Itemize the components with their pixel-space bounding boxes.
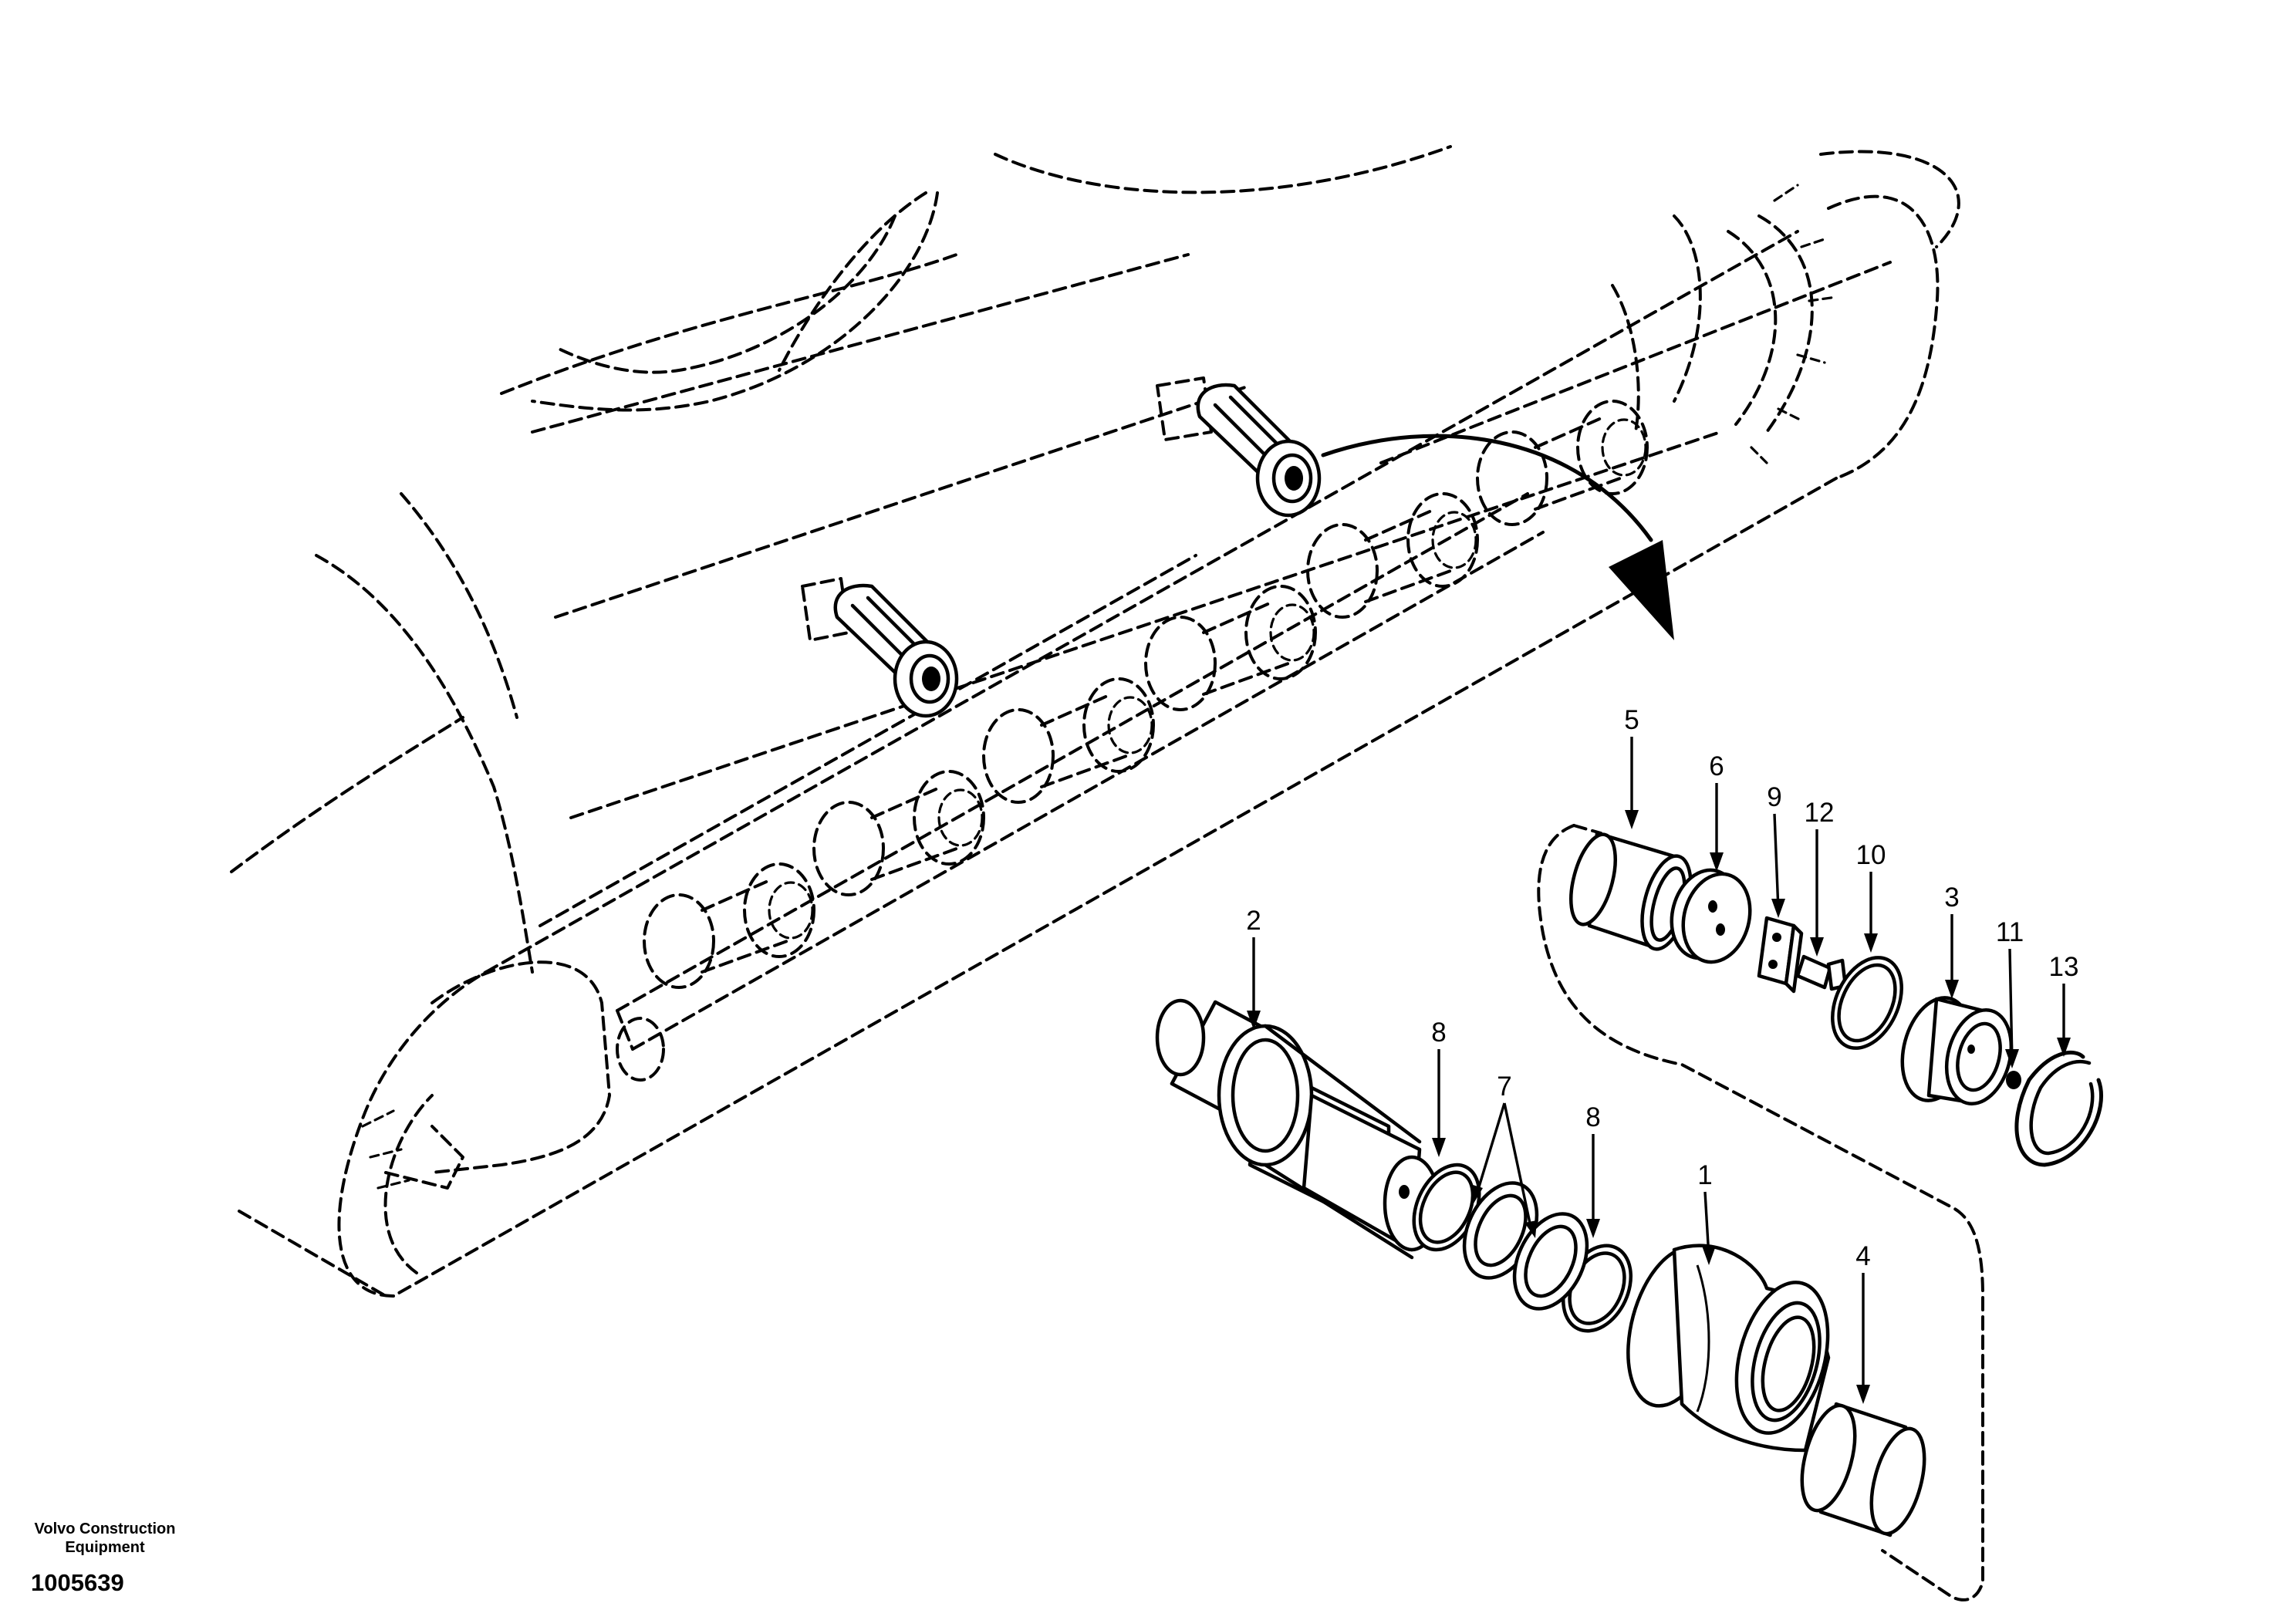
- part-13-snap-ring: [2014, 1051, 2103, 1167]
- part-12-bolt: [1795, 954, 1848, 991]
- callout-1: 1: [1697, 1160, 1712, 1190]
- part-4-bushing: [1800, 1402, 1926, 1537]
- callout-8b: 8: [1585, 1102, 1600, 1132]
- track-rollers: [616, 376, 1649, 1082]
- part-1-roller: [1626, 1244, 1831, 1453]
- part-2-shaft: [1155, 998, 1441, 1260]
- part-10-o-ring: [1831, 956, 1903, 1050]
- callout-13: 13: [2049, 952, 2079, 982]
- part-9-lock-plate: [1757, 916, 1804, 994]
- brand-line-1: Volvo Construction: [35, 1520, 176, 1537]
- footer: Volvo Construction Equipment 1005639: [31, 1520, 175, 1596]
- carrier-roller-left: [833, 583, 959, 718]
- callout-labels: 1 2 3 4 5 6 7 8 8 9 10 11 12 13: [1246, 705, 2078, 1271]
- kit-boundary: [1537, 824, 1984, 1601]
- figure-number: 1005639: [31, 1569, 124, 1596]
- part-7-floating-seals: [1462, 1181, 1589, 1311]
- exploded-view-arrow: [1321, 434, 1674, 640]
- leader-lines: [1247, 737, 2071, 1404]
- undercarriage-frame: [230, 145, 1960, 1298]
- callout-7: 7: [1497, 1072, 1511, 1102]
- callout-4: 4: [1855, 1241, 1870, 1271]
- callout-12: 12: [1805, 798, 1835, 828]
- part-6-thrust-plate: [1670, 868, 1752, 964]
- callout-8a: 8: [1431, 1018, 1446, 1048]
- callout-11: 11: [1996, 917, 2024, 947]
- callout-3: 3: [1944, 883, 1959, 913]
- callout-2: 2: [1246, 906, 1261, 936]
- carrier-roller-right: [1196, 383, 1322, 518]
- part-3-cover: [1900, 996, 2014, 1106]
- part-11-plug: [2006, 1071, 2021, 1089]
- callout-10: 10: [1856, 840, 1886, 870]
- brand-line-2: Equipment: [65, 1539, 145, 1556]
- part-8-o-ring-1-inner: [1418, 1170, 1475, 1244]
- callout-5: 5: [1624, 705, 1639, 735]
- callout-6: 6: [1709, 751, 1724, 781]
- callout-9: 9: [1767, 782, 1781, 812]
